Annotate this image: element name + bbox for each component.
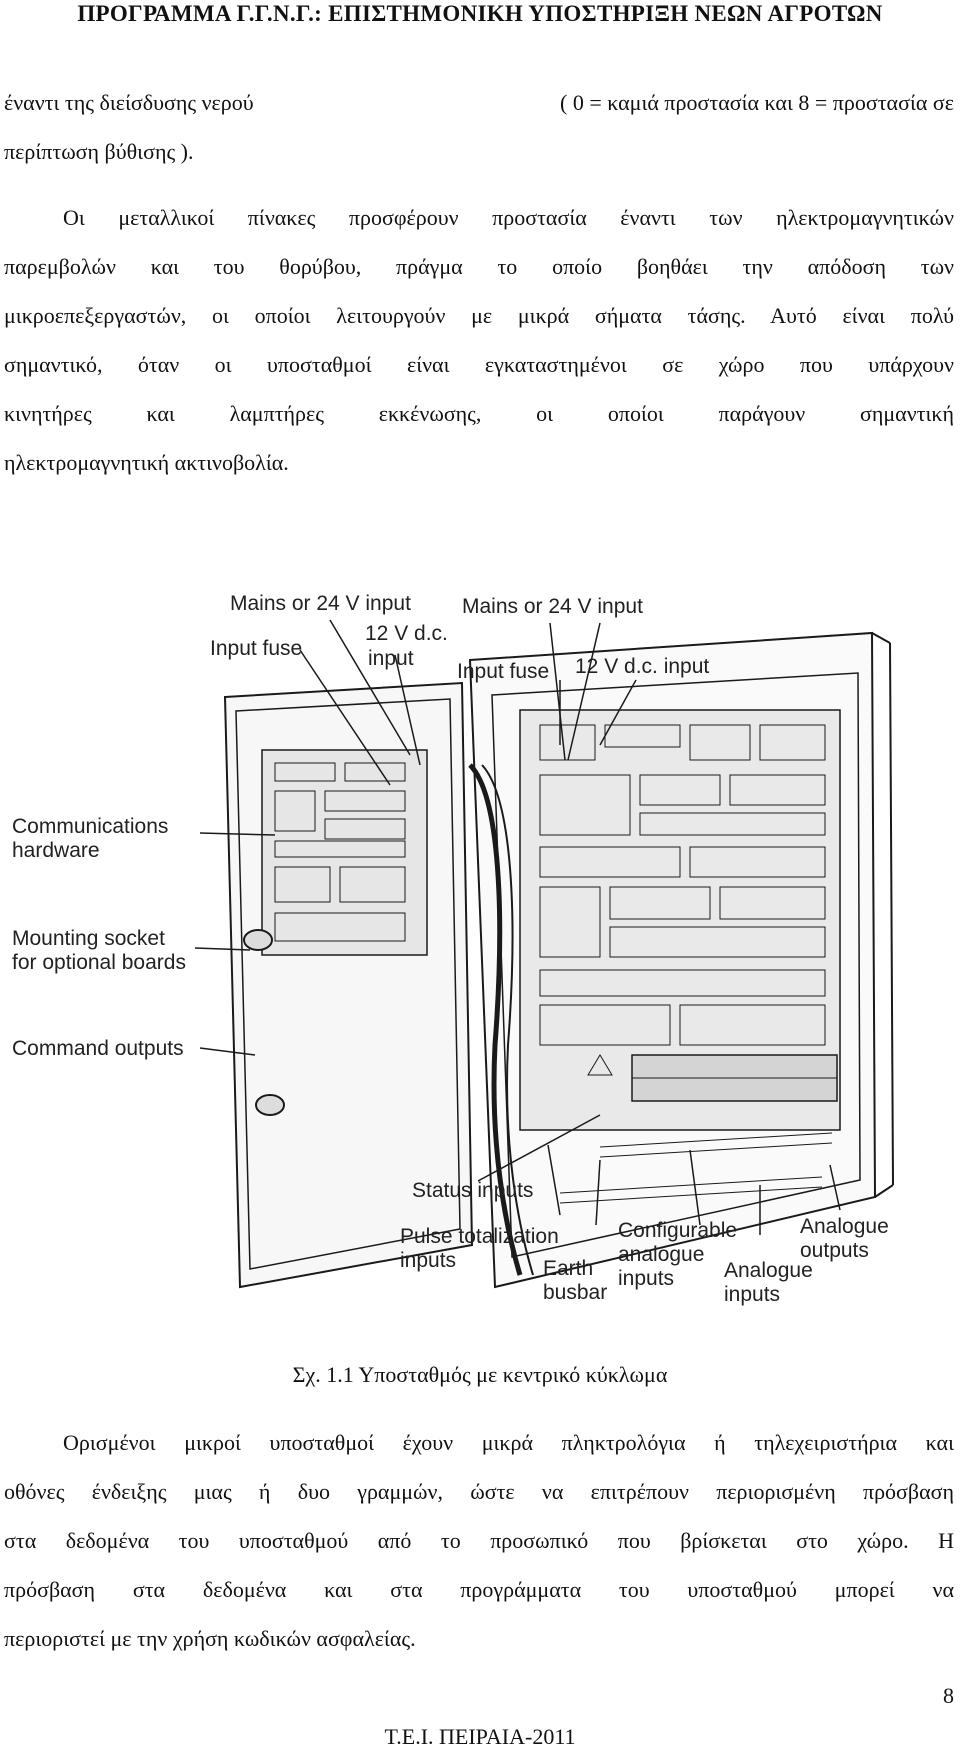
paragraph-1-line: σημαντικό, όταν οι υποσταθμοί είναι εγκα… — [4, 352, 954, 377]
substation-figure: Mains or 24 V input Mains or 24 V input … — [0, 585, 958, 1315]
label-configurable-2: analogue — [618, 1243, 704, 1266]
paragraph-2-line: πρόσβαση στα δεδομένα και στα προγράμματ… — [4, 1577, 954, 1602]
label-communications-2: hardware — [12, 839, 100, 862]
label-input-fuse-left: Input fuse — [210, 637, 302, 660]
label-dc-left-1: 12 V d.c. — [365, 622, 448, 645]
label-configurable-3: inputs — [618, 1267, 674, 1290]
label-analogue-inputs-1: Analogue — [724, 1259, 813, 1282]
label-pulse-2: inputs — [400, 1249, 456, 1272]
substation-drawing: Mains or 24 V input Mains or 24 V input … — [12, 592, 894, 1306]
label-mains-right: Mains or 24 V input — [462, 595, 643, 618]
label-command-outputs: Command outputs — [12, 1037, 184, 1060]
page-footer: Τ.Ε.Ι. ΠΕΙΡΑΙΑ-2011 — [384, 1724, 576, 1749]
paragraph-2-line: στα δεδομένα του υποσταθμού από το προσω… — [4, 1528, 954, 1553]
intro-paragraph: έναντι της διείσδυσης νερού ( 0 = καμιά … — [4, 78, 954, 176]
page-header: ΠΡΟΓΡΑΜΜΑ Γ.Γ.Ν.Γ.: ΕΠΙΣΤΗΜΟΝΙΚΗ ΥΠΟΣΤΗΡ… — [77, 1, 883, 26]
paragraph-1-line: κινητήρες και λαμπτήρες εκκένωσης, οι οπ… — [4, 401, 954, 426]
label-earth-1: Earth — [543, 1257, 593, 1280]
label-pulse-1: Pulse totalization — [400, 1225, 559, 1248]
label-analogue-inputs-2: inputs — [724, 1283, 780, 1306]
intro-line-2: περίπτωση βύθισης ). — [4, 139, 194, 164]
figure-caption: Σχ. 1.1 Υποσταθμός με κεντρικό κύκλωμα — [292, 1362, 668, 1387]
label-communications-1: Communications — [12, 815, 168, 838]
label-configurable-1: Configurable — [618, 1219, 737, 1242]
page-number: 8 — [943, 1683, 954, 1708]
intro-line-1-left: έναντι της διείσδυσης νερού — [4, 90, 254, 115]
label-dc-left-2: input — [368, 647, 414, 670]
label-status-inputs: Status inputs — [412, 1179, 533, 1202]
label-mains-left: Mains or 24 V input — [230, 592, 411, 615]
label-dc-right: 12 V d.c. input — [575, 655, 709, 678]
label-analogue-outputs-2: outputs — [800, 1239, 869, 1262]
intro-line-1-right: ( 0 = καμιά προστασία και 8 = προστασία … — [560, 90, 954, 115]
paragraph-1-line: ηλεκτρομαγνητική ακτινοβολία. — [4, 450, 289, 475]
label-mounting-1: Mounting socket — [12, 927, 165, 950]
label-earth-2: busbar — [543, 1281, 607, 1304]
paragraph-1-line: παρεμβολών και του θορύβου, πράγμα το οπ… — [4, 254, 954, 279]
paragraph-1: Οι μεταλλικοί πίνακες προσφέρουν προστασ… — [4, 193, 954, 487]
paragraph-1-line: μικροεπεξεργαστών, οι οποίοι λειτουργούν… — [4, 303, 954, 328]
paragraph-1-line: Οι μεταλλικοί πίνακες προσφέρουν προστασ… — [63, 205, 954, 230]
paragraph-2-line: περιοριστεί με την χρήση κωδικών ασφαλεί… — [4, 1626, 416, 1651]
intro-line-1: έναντι της διείσδυσης νερού ( 0 = καμιά … — [4, 78, 954, 127]
paragraph-2: Ορισμένοι μικροί υποσταθμοί έχουν μικρά … — [4, 1418, 954, 1663]
paragraph-2-line: οθόνες ένδειξης μιας ή δυο γραμμών, ώστε… — [4, 1479, 954, 1504]
paragraph-2-line: Ορισμένοι μικροί υποσταθμοί έχουν μικρά … — [63, 1430, 954, 1455]
label-mounting-2: for optional boards — [12, 951, 186, 974]
label-input-fuse-right: Input fuse — [457, 660, 549, 683]
label-analogue-outputs-1: Analogue — [800, 1215, 889, 1238]
